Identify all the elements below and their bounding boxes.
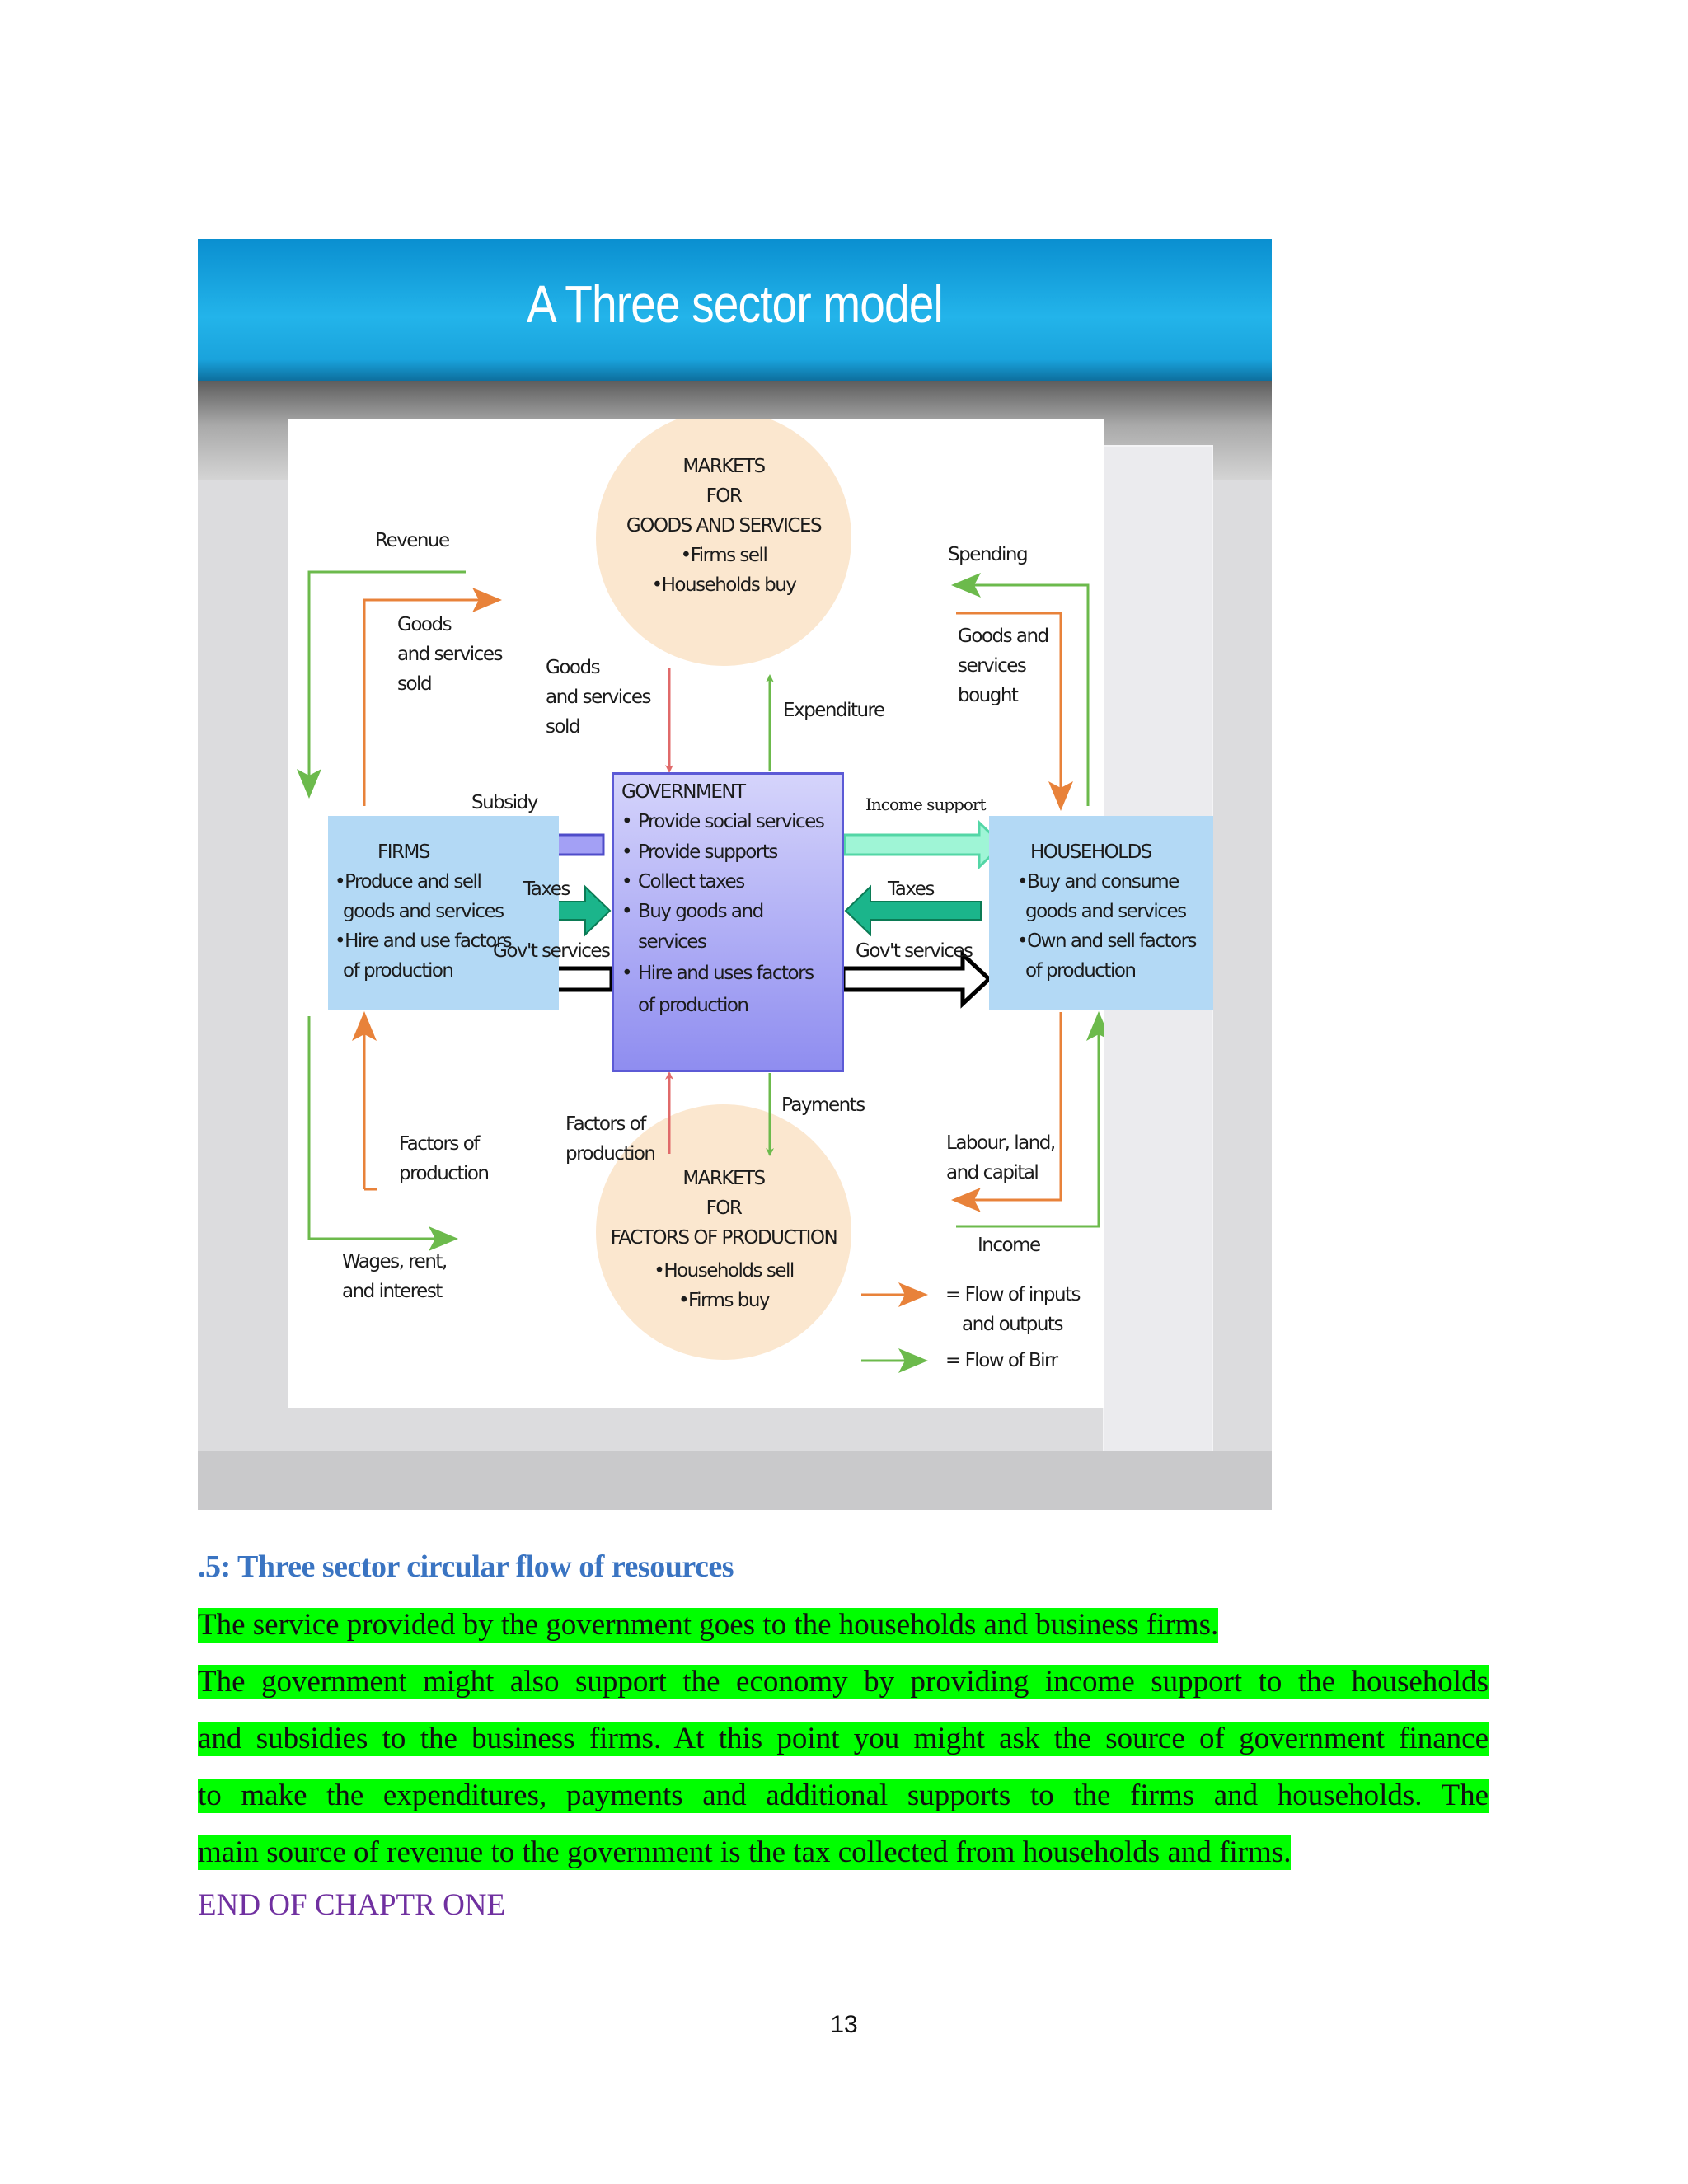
wages-arrow bbox=[307, 1016, 458, 1251]
slide-footer-band bbox=[198, 1451, 1272, 1510]
taxes-right-arrow bbox=[844, 884, 982, 937]
goods-bought-arrow bbox=[956, 612, 1073, 811]
slide-header-bar: A Three sector model bbox=[198, 239, 1272, 381]
goods-sold-center-label: Goods and services sold bbox=[546, 657, 651, 738]
figure-caption: .5: Three sector circular flow of resour… bbox=[198, 1549, 734, 1584]
paragraph-line-3: and subsidies to the business firms. At … bbox=[198, 1722, 1489, 1756]
income-support-arrow bbox=[843, 819, 1005, 870]
goods-sold-left-label: Goods and services sold bbox=[397, 614, 503, 695]
market-goods-circle bbox=[596, 419, 851, 666]
paragraph-line-5: main source of revenue to the government… bbox=[198, 1835, 1292, 1870]
revenue-arrow bbox=[297, 570, 466, 799]
taxes-right-label: Taxes bbox=[888, 879, 935, 900]
paragraph-line-4: to make the expenditures, payments and a… bbox=[198, 1779, 1489, 1813]
labour-arrow bbox=[951, 1012, 1062, 1212]
firms-box bbox=[328, 816, 559, 1010]
factors-center-label: Factors of production bbox=[565, 1113, 656, 1165]
legend-inputs-label: = Flow of inputs and outputs bbox=[945, 1284, 1081, 1335]
income-support-label: Income support bbox=[865, 794, 987, 814]
wages-label: Wages, rent, and interest bbox=[342, 1251, 448, 1302]
income-label: Income bbox=[978, 1235, 1041, 1256]
goods-sold-arrow bbox=[363, 588, 502, 806]
goods-bought-label: Goods and services bought bbox=[958, 626, 1049, 706]
page-number: 13 bbox=[830, 2011, 858, 2038]
expenditure-label: Expenditure bbox=[783, 700, 885, 721]
labour-label: Labour, land, and capital bbox=[946, 1132, 1056, 1183]
slide-title: A Three sector model bbox=[526, 274, 944, 334]
end-of-chapter-text: END OF CHAPTR ONE bbox=[198, 1888, 506, 1922]
govt-services-right-label: Gov't services bbox=[856, 940, 973, 962]
market-goods-label: MARKETS FOR GOODS AND SERVICES •Firms se… bbox=[626, 456, 823, 596]
spending-arrow bbox=[951, 573, 1090, 806]
government-label: GOVERNMENT Provide social services Provi… bbox=[618, 777, 828, 1022]
spending-label: Spending bbox=[948, 544, 1029, 565]
circular-flow-diagram: MARKETS FOR GOODS AND SERVICES •Firms se… bbox=[288, 419, 1213, 1408]
flow-arrows bbox=[297, 419, 1104, 1373]
paragraph-line-1: The service provided by the government g… bbox=[198, 1608, 1219, 1643]
firms-label: FIRMS •Produce and sell goods and servic… bbox=[335, 841, 513, 982]
market-factors-label: MARKETS FOR FACTORS OF PRODUCTION •House… bbox=[610, 1168, 838, 1311]
govt-services-left-label: Gov't services bbox=[493, 940, 611, 962]
income-arrow bbox=[956, 1011, 1104, 1228]
govt-services-right-arrow bbox=[841, 949, 992, 1009]
market-factors-circle bbox=[596, 1104, 851, 1360]
households-box bbox=[989, 816, 1213, 1010]
revenue-label: Revenue bbox=[375, 530, 450, 551]
legend-money-label: = Flow of Birr bbox=[945, 1350, 1058, 1371]
factors-left-label: Factors of production bbox=[399, 1133, 490, 1184]
subsidy-label: Subsidy bbox=[471, 792, 538, 813]
payments-label: Payments bbox=[781, 1094, 865, 1116]
households-label: HOUSEHOLDS •Buy and consume goods and se… bbox=[1017, 841, 1198, 982]
paragraph-line-2: The government might also support the ec… bbox=[198, 1665, 1489, 1699]
taxes-left-label: Taxes bbox=[523, 879, 570, 900]
slide-image: A Three sector model bbox=[198, 239, 1272, 1510]
